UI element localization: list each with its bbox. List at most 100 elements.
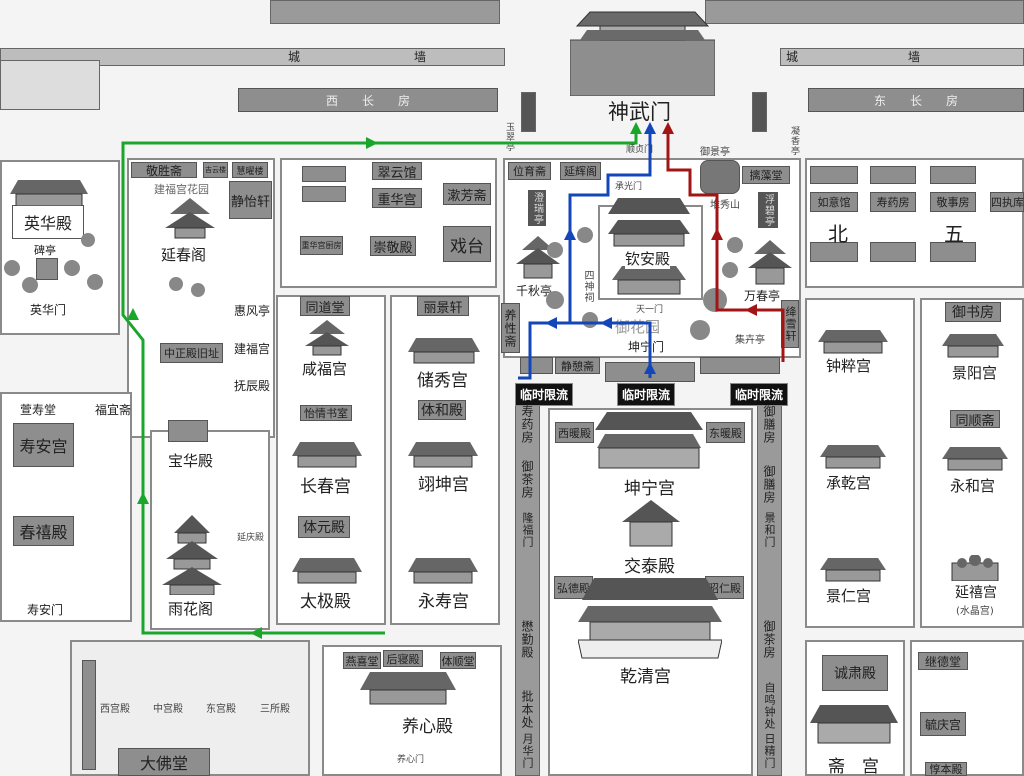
beiwusuo-label-wu: 五 xyxy=(944,222,964,246)
zhongcuigong-label: 钟粹宫 xyxy=(826,357,872,375)
qianqiuting-label: 千秋亭 xyxy=(516,284,553,298)
hall-roof-icon xyxy=(360,672,456,705)
yinghuamen-label: 英华门 xyxy=(30,303,67,317)
yuhuayuan-label: 御花园 xyxy=(615,318,661,336)
yiqingshushi: 怡情书室 xyxy=(300,405,352,421)
fuyizhai-label: 福宜斋 xyxy=(95,403,132,417)
hall-roof-icon xyxy=(942,447,1008,471)
chengruiting: 澄瑞亭 xyxy=(528,190,546,226)
sizhiku: 四执库 xyxy=(990,192,1024,212)
jingqizhai: 静憩斋 xyxy=(555,357,600,374)
building-block xyxy=(520,357,553,374)
xuanshoutang-label: 萱寿堂 xyxy=(20,403,57,417)
hall-roof-icon xyxy=(818,330,888,354)
shunzhenmen-label: 顺贞门 xyxy=(626,145,654,155)
sansuodian-label: 三所殿 xyxy=(260,704,290,715)
yucuiting-label: 玉翠亭 xyxy=(504,122,514,152)
wall-label: 墙 xyxy=(414,50,427,64)
yonghegong-label: 永和宫 xyxy=(950,477,996,495)
shenwumen-gate-tower-icon xyxy=(570,11,715,96)
hall-roof-icon xyxy=(408,338,480,364)
building-block xyxy=(930,242,976,262)
jiangxuexuan: 绛雪轩 xyxy=(781,300,799,348)
houqindian: 后寝殿 xyxy=(383,650,423,667)
chengqiangong-label: 承乾宫 xyxy=(826,474,872,492)
zimingzhongchu-label: 自鸣钟处 xyxy=(763,682,776,730)
pavilion-icon xyxy=(305,320,349,356)
lijingxuan: 丽景轩 xyxy=(417,296,469,316)
yushufang: 御书房 xyxy=(945,302,1001,322)
weiyuzhai: 位育斋 xyxy=(508,162,551,180)
yanqingdian-label: 延庆殿 xyxy=(237,533,265,543)
wanchunting-label: 万春亭 xyxy=(744,289,781,303)
east-long-rooms: 东 长 房 xyxy=(808,88,1024,112)
pavilion-icon xyxy=(516,236,560,279)
hall-roof-icon xyxy=(820,558,886,582)
yikungong-label: 翊坤宫 xyxy=(418,475,469,495)
yangxingzhai: 养性斋 xyxy=(501,303,520,353)
pavilion-icon xyxy=(748,240,792,285)
building-block xyxy=(0,60,100,110)
tiyuandian: 体元殿 xyxy=(298,516,350,538)
jianfugong-garden-label: 建福宫花园 xyxy=(154,183,209,196)
yuchafang-label: 御茶房 xyxy=(762,620,776,659)
jingyanggong-label: 景阳宫 xyxy=(952,364,998,382)
huiyaolou: 慧曜楼 xyxy=(232,162,268,178)
building-block xyxy=(810,166,858,184)
yanxigong-building-icon xyxy=(951,555,999,581)
jifangzhai: 漱芳斋 xyxy=(443,183,491,205)
yuhuage-label: 雨花阁 xyxy=(168,600,214,618)
fuchendian-label: 抚辰殿 xyxy=(234,379,271,393)
tihedian: 体和殿 xyxy=(418,400,466,420)
taijidian-label: 太极殿 xyxy=(300,592,351,612)
chunxidian: 春禧殿 xyxy=(13,516,74,546)
jiaotaidian-hall-icon xyxy=(622,500,680,547)
huifengting-label: 惠风亭 xyxy=(234,304,271,318)
longfumen-label: 隆福门 xyxy=(521,512,534,548)
duixiushan-rockery xyxy=(700,160,740,194)
yangxindian-label: 养心殿 xyxy=(402,717,453,737)
kunningmen-gate xyxy=(605,362,695,382)
jiyunlou: 吉云楼 xyxy=(203,162,228,178)
yushanfang-label: 御膳房 xyxy=(762,405,776,444)
hall-roof-icon xyxy=(10,180,88,206)
stele-pavilion xyxy=(36,258,58,280)
qianqinggong-label: 乾清宫 xyxy=(620,667,671,687)
xitai-stage: 戏台 xyxy=(443,226,491,262)
chuxiugong-label: 储秀宫 xyxy=(417,371,468,391)
qinandian-label: 钦安殿 xyxy=(625,248,671,269)
jinghemen-label: 景和门 xyxy=(763,512,776,548)
jingrengong-label: 景仁宫 xyxy=(826,587,872,605)
shouanmen-label: 寿安门 xyxy=(27,603,64,617)
tianyimen-label: 天一门 xyxy=(636,305,664,315)
restriction-badge-east: 临时限流 xyxy=(730,383,789,406)
yanxigong-label: 延禧宫 xyxy=(955,585,997,601)
shouyaofang-label: 寿药房 xyxy=(520,405,534,444)
west-long-rooms: 西 长 房 xyxy=(238,88,498,112)
tishuntang: 体顺堂 xyxy=(440,652,476,669)
cuiyunguan: 翠云馆 xyxy=(372,162,422,181)
chongjingdian: 崇敬殿 xyxy=(370,236,416,256)
ruyiguan: 如意馆 xyxy=(810,192,858,212)
green-arrow-icon xyxy=(366,137,378,149)
hall-roof-icon xyxy=(820,445,886,469)
zhonggongdian-label: 中宫殿 xyxy=(153,704,183,715)
rijingmen-label: 日精门 xyxy=(763,733,776,769)
north-wall-east xyxy=(780,48,1024,66)
pibenchu-label: 批本处 xyxy=(520,690,534,729)
restriction-badge-west: 临时限流 xyxy=(515,383,574,406)
gate-pillar xyxy=(752,92,767,132)
building-block xyxy=(870,166,916,184)
fubiting: 浮碧亭 xyxy=(758,192,778,228)
hall-roof-icon xyxy=(942,334,1004,358)
building-block xyxy=(302,186,346,202)
wall-label: 城 xyxy=(786,50,799,64)
beiting-label: 碑亭 xyxy=(34,244,56,257)
duixiushan-label: 堆秀山 xyxy=(710,200,740,211)
sishenci-label: 四神祠 xyxy=(582,270,593,303)
kunninggong-label: 坤宁宫 xyxy=(624,479,675,499)
hall-roof-icon xyxy=(408,558,478,584)
hall-roof-icon xyxy=(292,442,362,468)
chengguangmen-label: 承光门 xyxy=(614,179,644,192)
kunninggong-hall-icon xyxy=(595,412,703,469)
